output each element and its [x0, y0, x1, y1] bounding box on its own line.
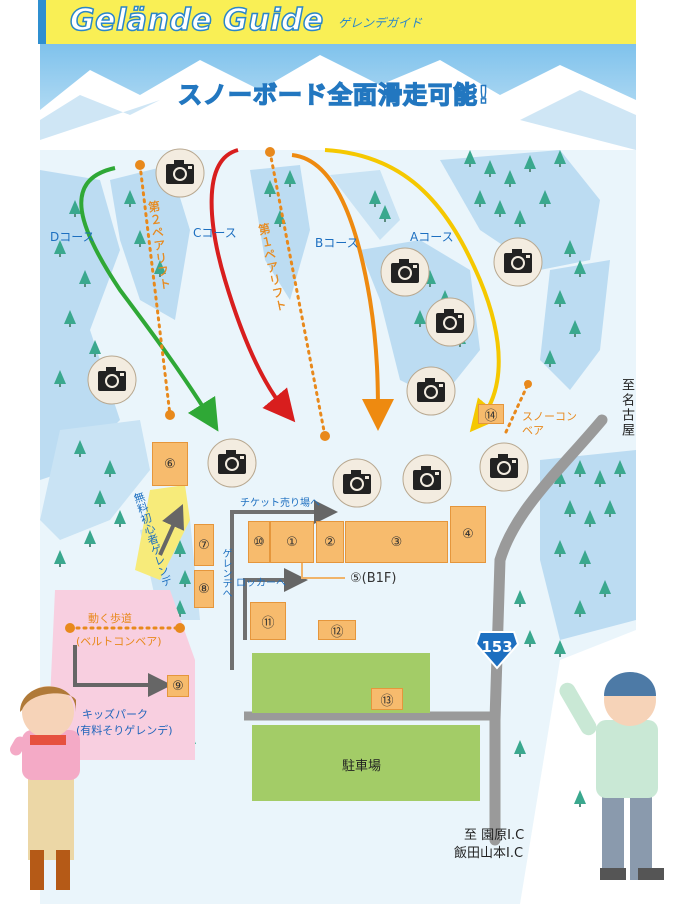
course-c-label: Cコース [193, 226, 237, 240]
camera-icon [406, 366, 456, 416]
kids-park-label: キッズパーク [82, 708, 148, 721]
facility-3: ③ [345, 521, 448, 563]
camera-icon [493, 237, 543, 287]
snowboard-headline: スノーボード全面滑走可能! [177, 80, 490, 109]
facility-5-basement: ⑤(B1F) [350, 571, 397, 586]
facility-13: ⑬ [371, 688, 403, 710]
to-ticket-label: チケット売り場へ [240, 498, 320, 509]
snow-conveyor-label: スノーコンベア [522, 410, 577, 437]
to-iida-yamamoto-ic-label: 飯田山本I.C [454, 846, 524, 861]
camera-icon [207, 438, 257, 488]
camera-icon [479, 442, 529, 492]
facility-10: ⑩ [248, 521, 270, 563]
moving-walkway-sub-label: (ベルトコンベア) [76, 635, 162, 648]
page-subtitle: ゲレンデガイド [338, 16, 423, 30]
route-153-shield [474, 631, 520, 670]
camera-icon [87, 355, 137, 405]
facility-8: ⑧ [194, 570, 214, 608]
girl-character-illustration [10, 686, 80, 890]
to-locker-label: ロッカーへ [236, 578, 286, 589]
course-d-label: Dコース [50, 230, 95, 244]
facility-14: ⑭ [478, 404, 504, 424]
camera-icon [380, 247, 430, 297]
facility-1: ① [270, 521, 314, 563]
facility-9: ⑨ [167, 675, 189, 697]
page-title: Gelände Guide [69, 2, 324, 39]
facility-2: ② [316, 521, 344, 563]
route-153-number: 153 [481, 638, 513, 656]
to-nagoya-label: 至名古屋 [619, 378, 634, 438]
camera-icon [332, 458, 382, 508]
facility-4: ④ [450, 506, 486, 563]
facility-11: ⑪ [250, 602, 286, 640]
title-bar [38, 0, 636, 44]
facility-7: ⑦ [194, 524, 214, 566]
facility-12: ⑫ [318, 620, 356, 640]
parking-label: 駐車場 [342, 759, 382, 774]
camera-icon [402, 454, 452, 504]
course-a-label: Aコース [410, 230, 454, 244]
to-slope-label: ゲレンデへ [220, 548, 231, 598]
course-b-label: Bコース [315, 236, 359, 250]
boy-character-illustration [559, 672, 664, 880]
camera-icon [155, 148, 205, 198]
camera-icon [425, 297, 475, 347]
moving-walkway-label: 動く歩道 [88, 612, 132, 625]
facility-6: ⑥ [152, 442, 188, 486]
kids-park-sub-label: (有料そりゲレンデ) [76, 724, 173, 737]
title-stripe [38, 0, 46, 44]
to-sonohara-ic-label: 至 園原I.C [464, 828, 525, 843]
